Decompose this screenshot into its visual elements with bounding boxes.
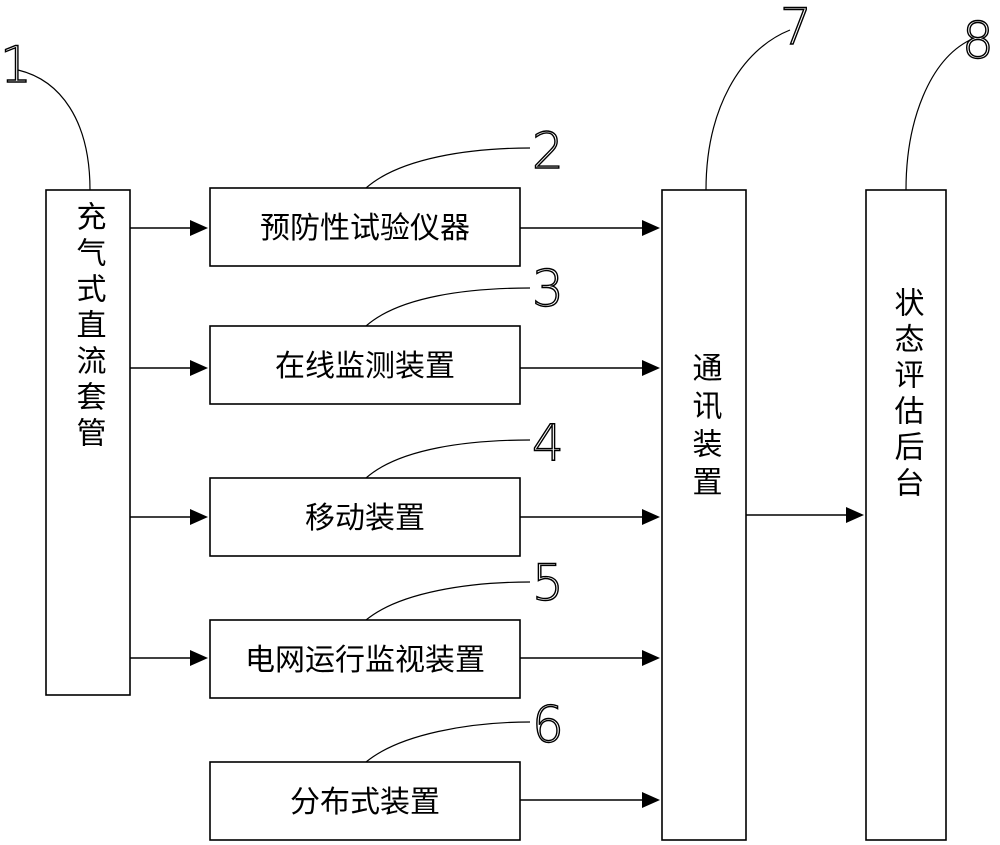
arrowhead — [642, 792, 660, 808]
arrowhead — [642, 220, 660, 236]
arrowhead — [846, 507, 864, 523]
bushing-label: 充气式直流套管 — [71, 201, 107, 453]
arrowhead — [642, 650, 660, 666]
device-label-preventive-test: 预防性试验仪器 — [260, 211, 470, 246]
comm-label: 通讯装置 — [687, 352, 722, 504]
leader-line-2 — [365, 147, 531, 189]
device-label-mobile: 移动装置 — [305, 501, 425, 536]
comm-block — [661, 189, 747, 841]
arrowhead — [190, 360, 208, 376]
leader-line-6 — [365, 721, 531, 763]
device-box-distributed — [209, 761, 521, 841]
backend-block — [865, 189, 947, 841]
ref-number-6: 6 — [532, 696, 564, 754]
ref-number-1: 1 — [0, 36, 32, 94]
leader-line-3 — [365, 287, 531, 327]
leader-line-7 — [705, 29, 791, 191]
ref-number-7: 7 — [780, 0, 812, 56]
device-box-grid-supervision — [209, 619, 521, 699]
ref-number-8: 8 — [962, 12, 994, 70]
bushing-block — [45, 189, 131, 696]
leader-line-1 — [17, 69, 91, 191]
arrowhead — [190, 650, 208, 666]
ref-number-4: 4 — [532, 414, 564, 472]
ref-number-5: 5 — [532, 554, 564, 612]
arrowhead — [190, 220, 208, 236]
ref-number-3: 3 — [532, 260, 564, 318]
leader-line-8 — [905, 39, 971, 191]
device-box-online-monitor — [209, 325, 521, 405]
arrowhead — [642, 360, 660, 376]
ref-number-2: 2 — [532, 122, 564, 180]
arrowhead — [642, 509, 660, 525]
leader-line-4 — [365, 439, 531, 479]
arrowhead — [190, 509, 208, 525]
leader-line-5 — [365, 581, 531, 621]
device-label-grid-supervision: 电网运行监视装置 — [245, 643, 485, 678]
backend-label: 状态评估后台 — [889, 287, 925, 503]
device-label-online-monitor: 在线监测装置 — [275, 349, 455, 384]
device-label-distributed: 分布式装置 — [290, 785, 440, 820]
device-box-preventive-test — [209, 187, 521, 267]
